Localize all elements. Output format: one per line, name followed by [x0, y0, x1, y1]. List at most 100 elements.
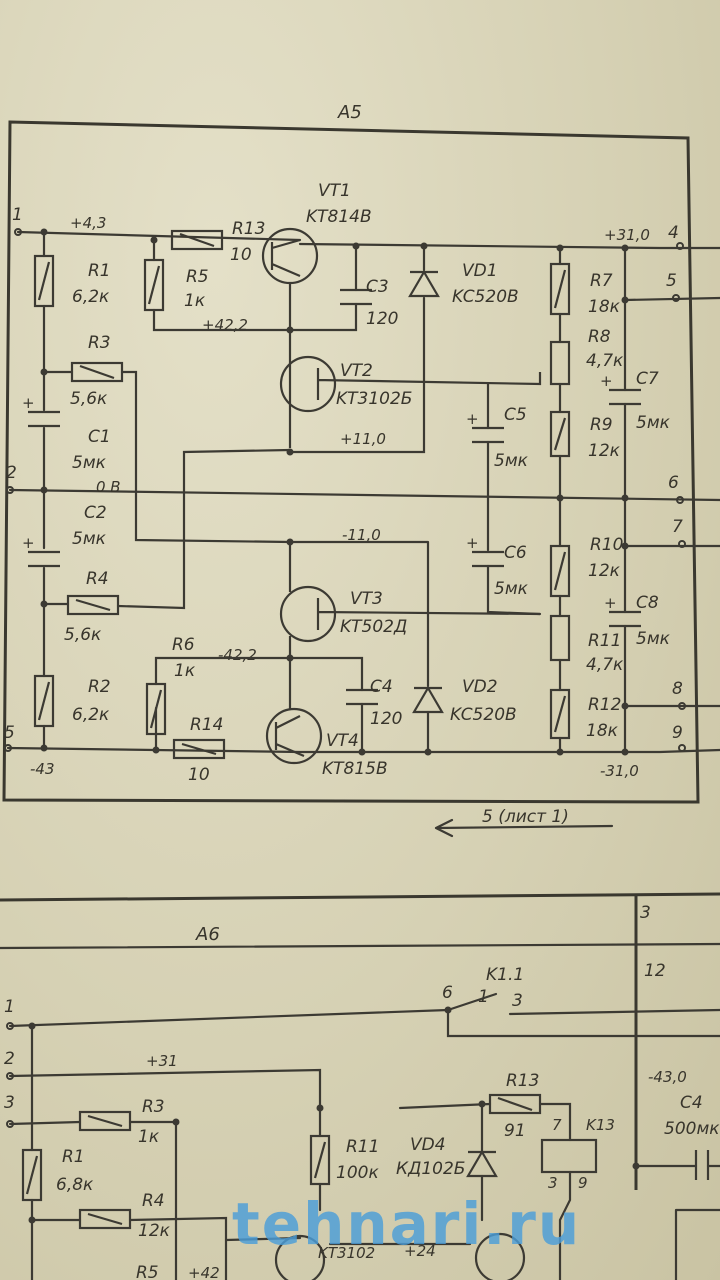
a5-vt1-leads [270, 238, 301, 448]
a5-r10-resistor [549, 544, 571, 598]
a5-r11-value: 4,7к [586, 655, 624, 675]
a6-r1-name: R1 [62, 1147, 85, 1167]
a6-vd4-type: КД102Б [396, 1159, 465, 1179]
a5-vt4-name: VT4 [326, 731, 359, 751]
a6-r11-resistor [309, 1134, 331, 1186]
a5-r3-wire [42, 370, 292, 544]
a5-r5-slash [147, 265, 161, 305]
a6-relay-p3: 3 [512, 991, 523, 1011]
a5-r6-slash [149, 689, 163, 729]
a5-c5-value: 5мк [494, 451, 529, 471]
a5-vd1-diode [408, 269, 440, 298]
a5-c5-name: C5 [504, 405, 527, 425]
a6-relay-p1: 1 [478, 987, 489, 1007]
a5-terminal-2-label: 2 [6, 463, 17, 483]
a5-frame [2, 120, 700, 804]
a5-r7-value: 18к [588, 297, 621, 317]
a6-transistor-1 [274, 1234, 326, 1280]
a5-volt-n4: -11,0 [342, 526, 381, 544]
a5-r14-name: R14 [190, 715, 223, 735]
a5-r8-resistor [549, 340, 571, 386]
a6-c4-wire [634, 1164, 720, 1280]
a5-c3-name: C3 [366, 277, 389, 297]
a6-wire-1 [8, 1008, 720, 1028]
a6-volt-v1: +31 [146, 1052, 178, 1070]
a5-junctions [40, 228, 629, 756]
a6-volt-v3: +42 [188, 1264, 220, 1280]
a5-r1-resistor [33, 254, 55, 308]
a5-r12-value: 18к [586, 721, 619, 741]
a5-c4-name: C4 [370, 677, 393, 697]
a5-c4-value: 120 [370, 709, 402, 729]
a5-r5-resistor [143, 258, 165, 312]
a6-c4-name: C4 [680, 1093, 703, 1113]
a5-vd2-name: VD2 [462, 677, 498, 697]
a6-r13-value: 91 [504, 1121, 526, 1141]
a5-vt4-transistor [265, 707, 323, 765]
a5-r9-resistor [549, 410, 571, 458]
a5-terminal-5-label: 5 [666, 271, 677, 291]
a5-c8-value: 5мк [636, 629, 671, 649]
a5-r7-slash [553, 269, 567, 309]
a6-terminal-3: 3 [4, 1093, 15, 1113]
a5-vt4-leads [274, 715, 305, 758]
a5-r14-resistor [172, 738, 226, 760]
a5-vd2-type: KC520B [450, 705, 517, 725]
a6-k13-name: K13 [586, 1116, 615, 1134]
block-a5: A5 1 2 5 4 5 6 7 8 9 +4,3 -43 +31,0 -31,… [2, 102, 720, 838]
a5-volt-n3: 0 B [96, 478, 121, 496]
a6-r3-name: R3 [142, 1097, 165, 1117]
a5-r9-value: 12к [588, 441, 621, 461]
a5-mid-rail [8, 488, 720, 502]
a5-r1-value: 6,2к [72, 287, 110, 307]
a6-k13-wire [558, 1170, 572, 1280]
a5-volt-in-neg: -43 [30, 760, 55, 778]
a6-r3-resistor [78, 1110, 132, 1132]
a5-r2-value: 6,2к [72, 705, 110, 725]
a5-c4-capacitor [346, 688, 378, 706]
a6-terminal-r1: 3 [640, 903, 651, 923]
a5-terminal-5l-label: 5 [4, 723, 15, 743]
a5-r3-slash [79, 364, 115, 380]
a5-c2-name: C2 [84, 503, 107, 523]
a5-r11-name: R11 [588, 631, 621, 651]
a6-relay-p6: 6 [442, 983, 453, 1003]
a5-r6-name: R6 [172, 635, 195, 655]
a6-r3-value: 1к [138, 1127, 160, 1147]
a5-c1-name: C1 [88, 427, 111, 447]
a5-r9-slash [553, 417, 567, 451]
a5-c3-capacitor [340, 288, 372, 306]
a5-vt4-type: KT815B [322, 759, 388, 779]
a5-c7-plus: + [600, 372, 613, 390]
a5-r3-name: R3 [88, 333, 111, 353]
a6-vd4-diode [466, 1149, 498, 1178]
a6-k13-pin1: 7 [552, 1116, 562, 1134]
a6-terminal-r2: 12 [644, 961, 666, 981]
watermark-logo: tehnari.ru [232, 1190, 581, 1258]
a6-title: A6 [195, 924, 220, 945]
a5-vt1-type: KT814B [306, 207, 372, 227]
a5-vt1-name: VT1 [318, 181, 351, 201]
a6-k13-relay-coil [540, 1138, 598, 1174]
a5-vd2-wire [288, 540, 430, 754]
a5-r12-resistor [549, 688, 571, 740]
a5-r3-resistor [70, 361, 124, 383]
a5-c3-wire [288, 244, 358, 332]
a5-volt-n2: +11,0 [340, 430, 386, 448]
a6-terminal-2: 2 [4, 1049, 15, 1069]
a6-k13-pin3: 9 [578, 1174, 588, 1192]
a5-r13-value: 10 [230, 245, 252, 265]
a6-relay-contact [446, 992, 498, 1012]
a5-r12-slash [553, 695, 567, 733]
a5-vt2-transistor [279, 355, 337, 413]
a5-c7-value: 5мк [636, 413, 671, 433]
a5-r10-value: 12к [588, 561, 621, 581]
a5-sheet-arrow [434, 818, 614, 838]
a5-vt2-leads [316, 368, 542, 400]
a5-terminal-9-label: 9 [672, 723, 683, 743]
a6-volt-v2: -43,0 [648, 1068, 687, 1086]
a5-r10-name: R10 [590, 535, 623, 555]
a5-c8-name: C8 [636, 593, 659, 613]
a5-c8-plus: + [604, 594, 617, 612]
